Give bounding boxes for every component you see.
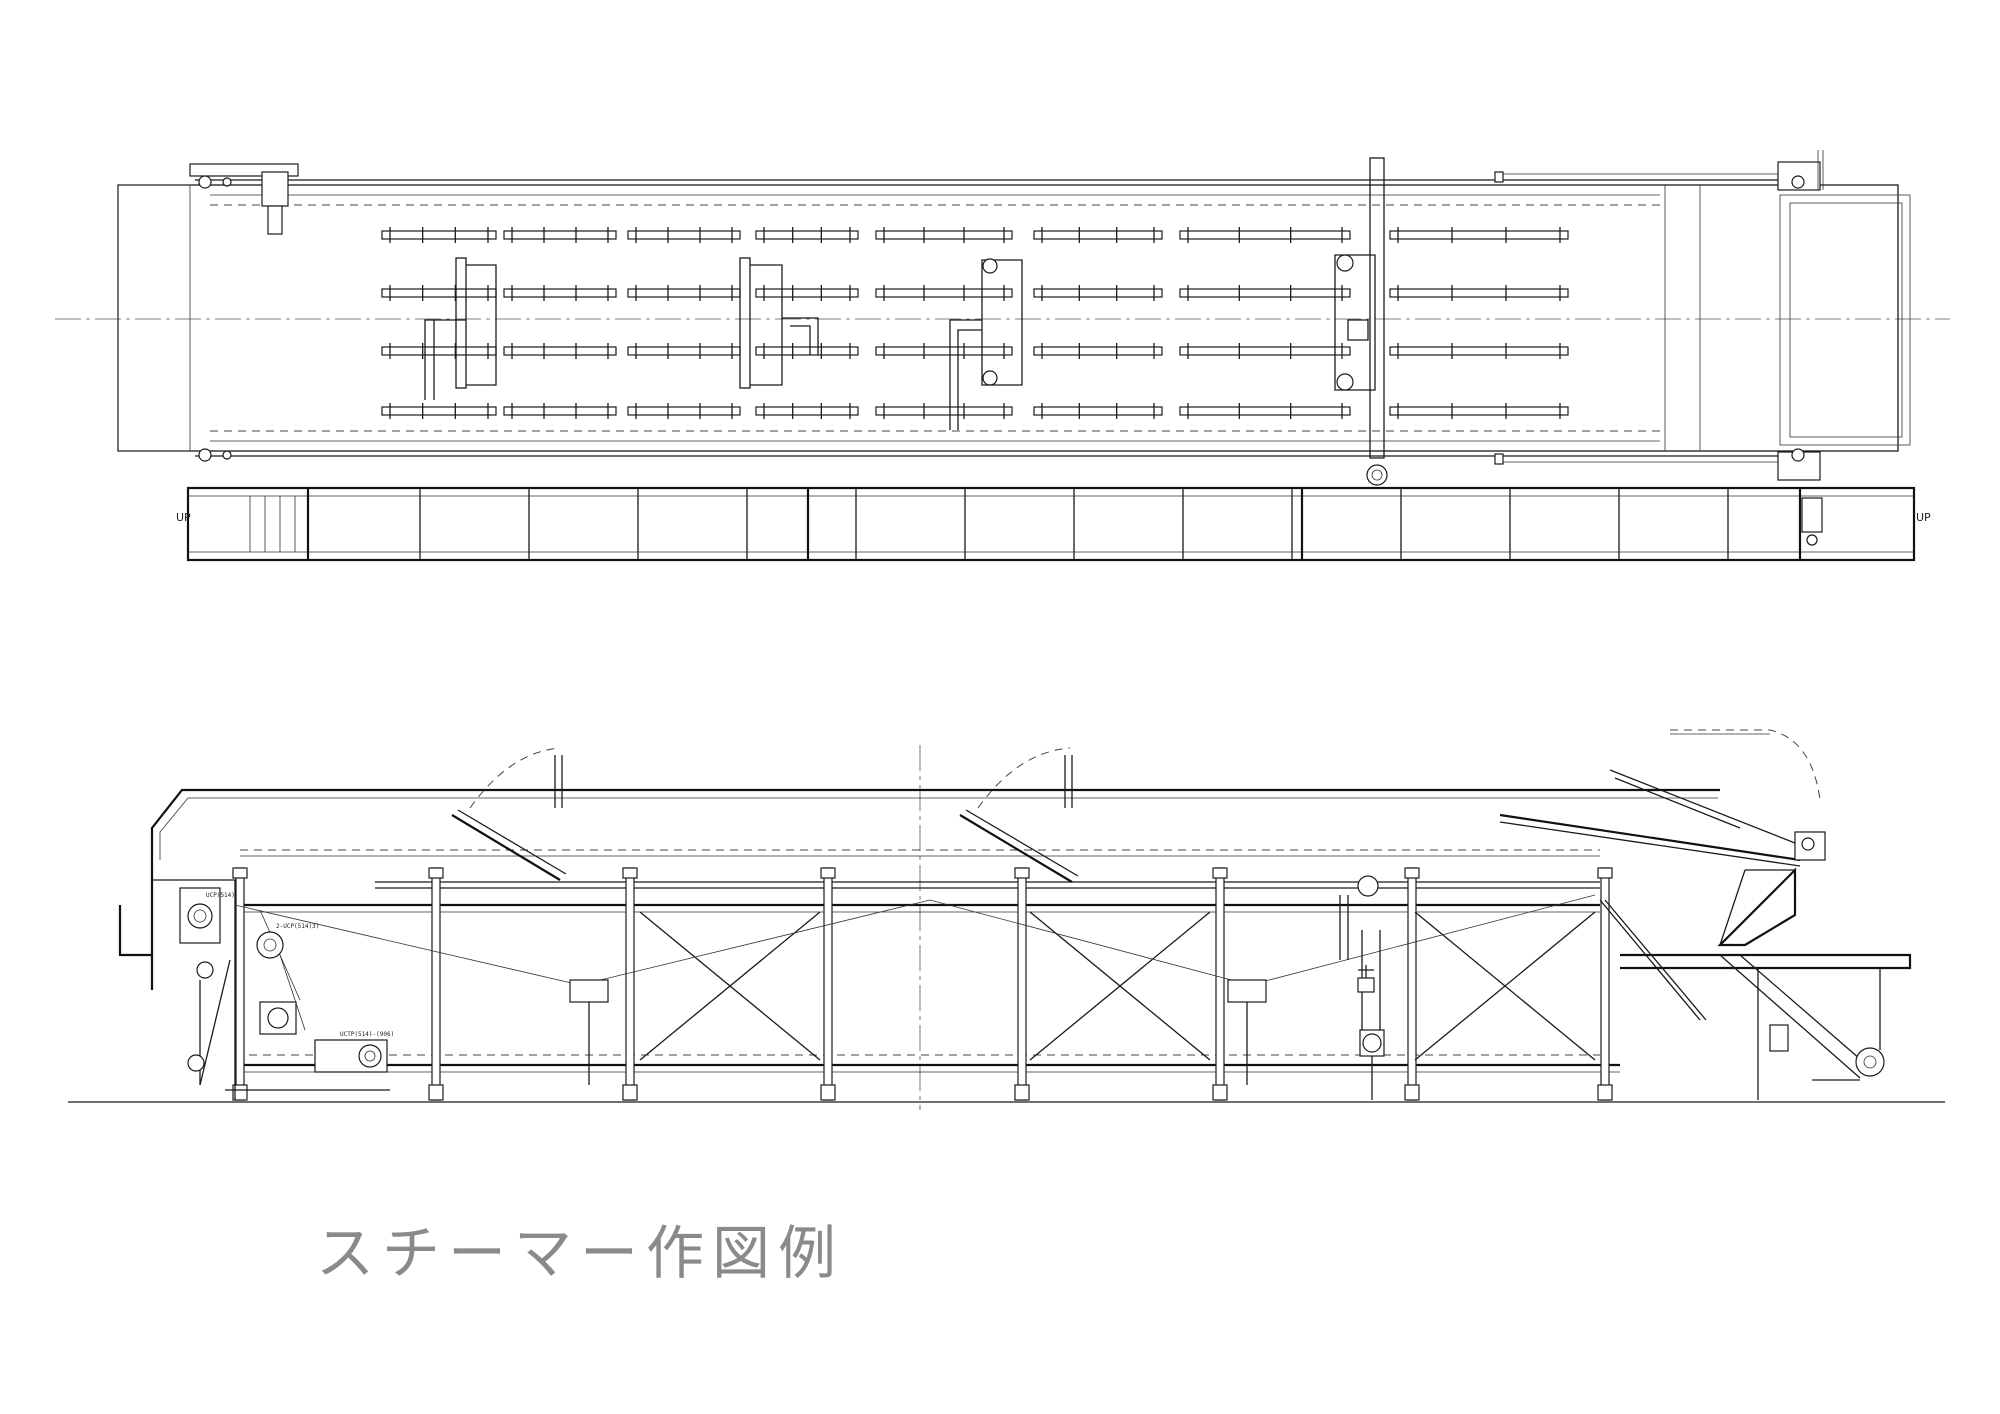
steam-pipe [503,285,617,301]
steam-pipe [627,285,741,301]
steam-pipe [755,403,859,419]
steam-pipe [1179,343,1351,359]
steam-pipe [1389,227,1569,243]
steam-pipe [381,403,497,419]
steam-pipe [875,227,1013,243]
lift-lids [451,747,1079,883]
motor-label-1: UCP(514) [206,892,235,899]
steam-pipe [1389,343,1569,359]
frame-post [428,867,444,1101]
steam-pipe [755,285,859,301]
frame-post [622,867,638,1101]
frame-post [1404,867,1420,1101]
steam-pipe [1179,285,1351,301]
steam-pipe [503,227,617,243]
steam-pipe [1033,285,1163,301]
frame-post [1014,867,1030,1101]
frame-posts [232,867,1613,1101]
steam-pipe [1389,403,1569,419]
steam-pipe [875,403,1013,419]
support-wires [234,894,1596,1001]
side-view: UCP(514) 2-UCP(514)3) UCTP(514)-(906) [68,729,1945,1110]
steam-pipe [381,285,497,301]
steam-pipe [755,343,859,359]
drawing-title: スチーマー作図例 [315,1219,844,1287]
steam-pipe [875,343,1013,359]
plan-view: UP UP [55,150,1950,562]
steam-pipe [381,227,497,243]
steam-pipe [755,227,859,243]
motor-label-2: 2-UCP(514)3) [276,923,319,930]
steam-headers [424,157,1388,486]
plan-conveyor-strip [186,486,1916,562]
frame-post [1212,867,1228,1101]
steam-pipe [381,343,497,359]
drive-unit-left: UCP(514) 2-UCP(514)3) UCTP(514)-(906) [118,860,394,1100]
steam-pipe [875,285,1013,301]
steam-pipe [1389,285,1569,301]
frame-post [232,867,248,1101]
motor-label-3: UCTP(514)-(906) [340,1031,394,1038]
frame-post [820,867,836,1101]
steam-pipe [503,343,617,359]
cross-bracing [639,911,1596,1061]
steam-pipe-array [381,227,1569,419]
steam-pipe [1179,403,1351,419]
up-label-left: UP [176,511,191,524]
frame-post [1597,867,1613,1101]
steam-pipe [503,403,617,419]
steam-valve-assembly [1339,875,1385,1100]
discharge-unit-right [1499,729,1912,1100]
steam-pipe [627,403,741,419]
steam-pipe [627,343,741,359]
steam-pipe [1179,227,1351,243]
steam-pipe [1033,403,1163,419]
steam-pipe [1033,343,1163,359]
steam-pipe [627,227,741,243]
steam-pipe [1033,227,1163,243]
up-label-right: UP [1916,511,1931,524]
